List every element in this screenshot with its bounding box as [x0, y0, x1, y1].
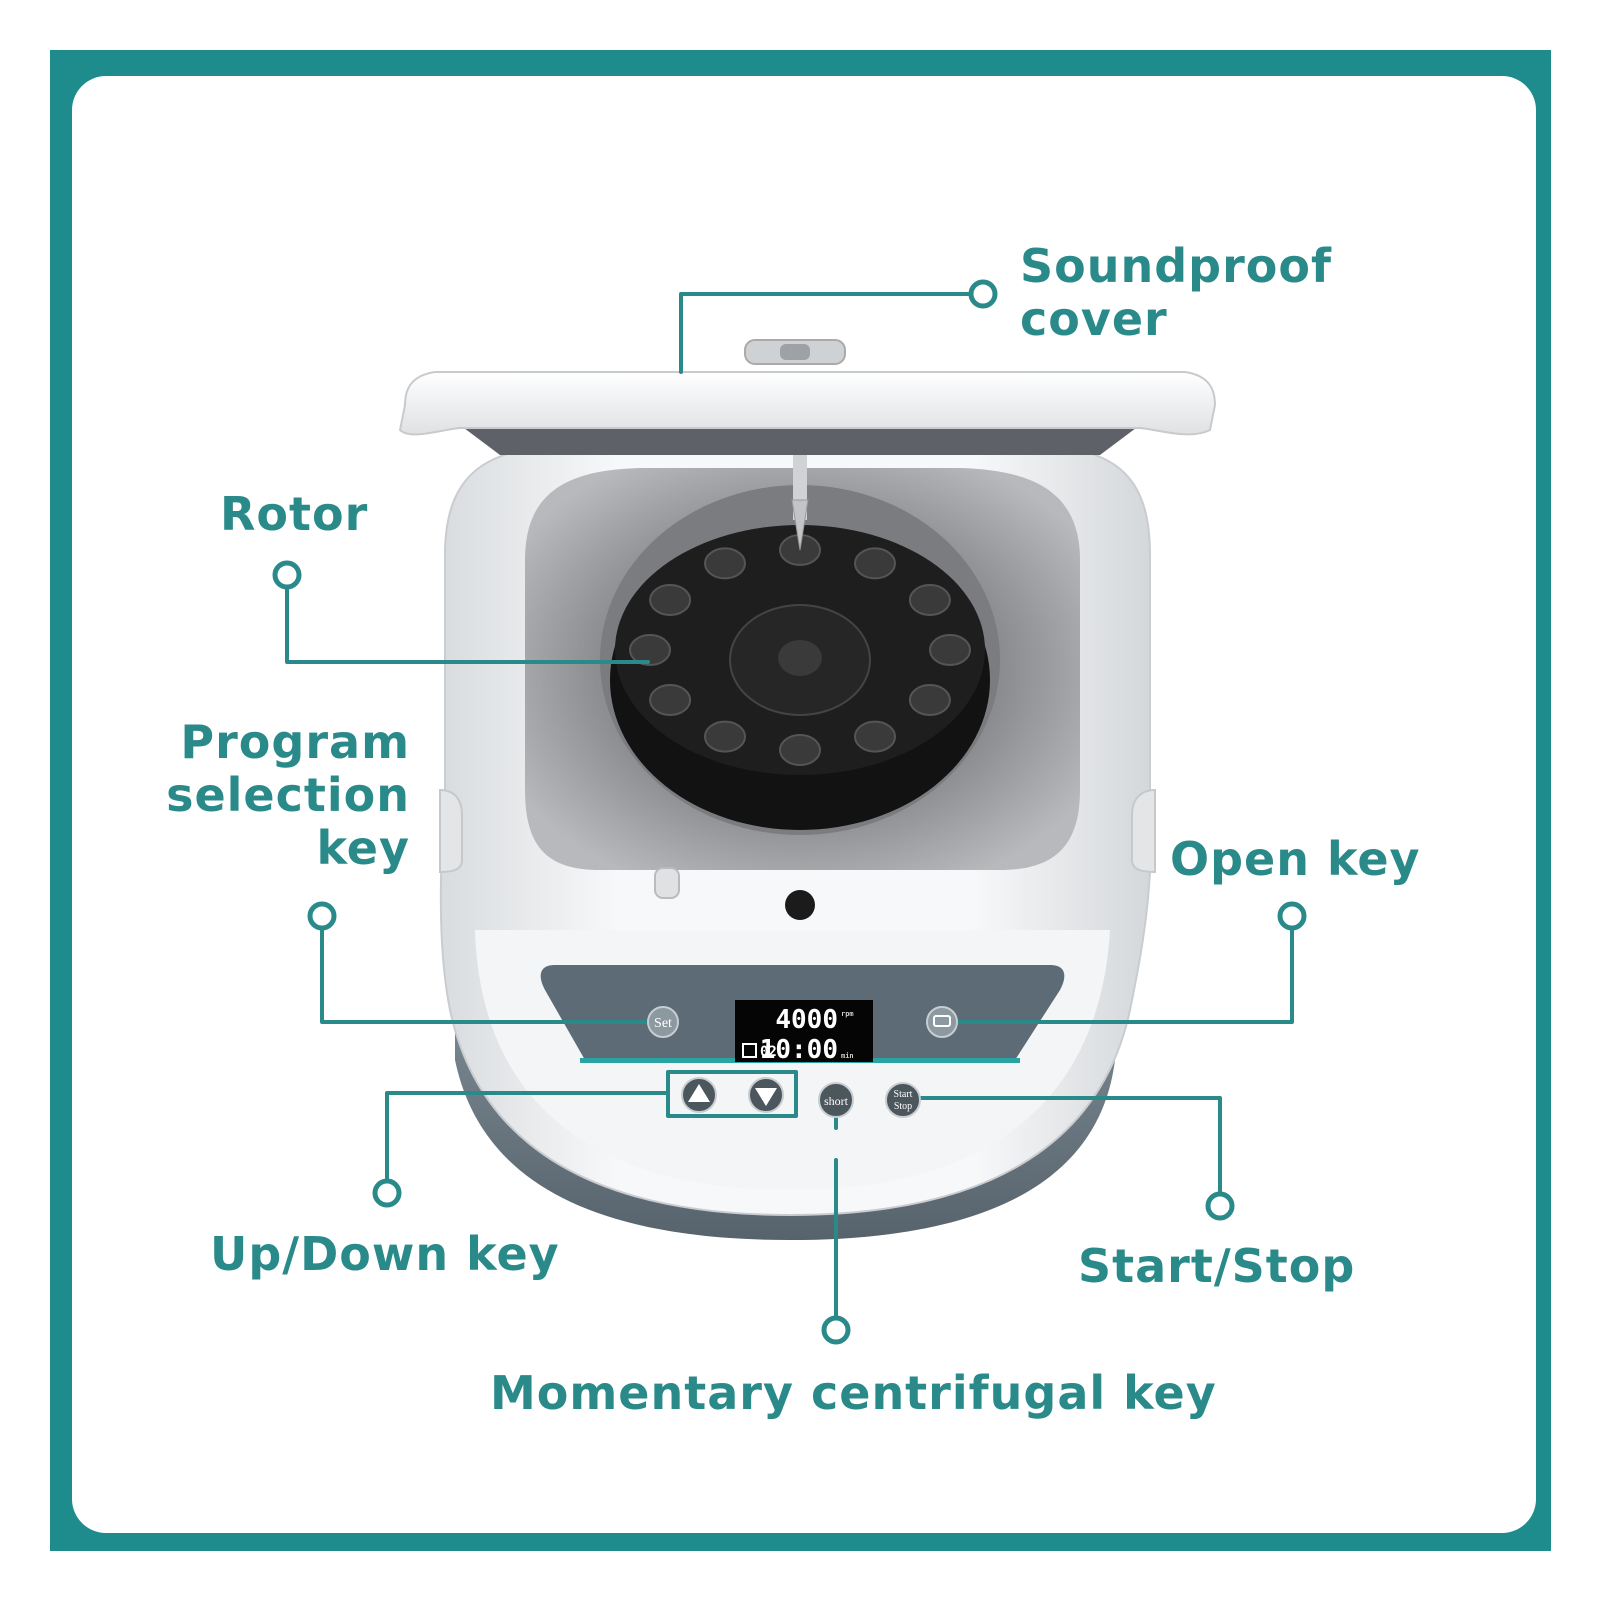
- momentary-centrifugal-key-label: Momentary centrifugal key: [490, 1366, 1217, 1420]
- open-key-label: Open key: [1170, 832, 1421, 886]
- rotor-leader: [285, 586, 650, 664]
- rotor-tube-hole: [704, 720, 746, 753]
- lcd-time-unit: min: [841, 1052, 854, 1060]
- lid-latch-pin: [791, 499, 809, 551]
- rotor: [610, 525, 990, 830]
- program-selection-key-label: Program selection key: [150, 716, 410, 875]
- set-button-label: Set: [654, 1016, 672, 1031]
- up-down-dot: [372, 1178, 402, 1208]
- lid-peg: [654, 867, 680, 899]
- rotor-center-nut: [778, 640, 822, 676]
- lid-handle-center: [780, 344, 810, 360]
- rotor-tube-hole: [908, 584, 951, 616]
- right-handle: [1131, 788, 1156, 874]
- program-line2: selection: [166, 768, 410, 822]
- start-stop-dot: [1205, 1191, 1235, 1221]
- start-stop-leader: [901, 1096, 1222, 1194]
- down-arrow-icon: [755, 1088, 777, 1106]
- program-leader: [320, 928, 650, 1024]
- set-button[interactable]: Set: [647, 1006, 679, 1038]
- lcd-program: 02: [760, 1044, 777, 1060]
- program-line3: key: [316, 821, 410, 875]
- up-down-leader: [385, 1091, 670, 1180]
- lcd-speed: 4000: [775, 1005, 838, 1035]
- lcd-speed-unit: rpm: [841, 1010, 854, 1018]
- soundproof-cover-line1: Soundproof: [1020, 239, 1332, 293]
- stop-button-label: Stop: [894, 1101, 912, 1112]
- left-handle: [439, 788, 463, 874]
- lid-top: [398, 371, 1217, 436]
- up-button[interactable]: [681, 1077, 717, 1113]
- rotor-tube-hole: [854, 720, 896, 753]
- rotor-tube-hole: [629, 634, 671, 666]
- rotor-tube-hole: [649, 684, 692, 716]
- sensor-hole: [785, 890, 815, 920]
- open-key-button[interactable]: [926, 1006, 958, 1038]
- soundproof-cover-label: Soundproof cover: [1020, 240, 1332, 346]
- open-key-dot: [1277, 901, 1307, 931]
- soundproof-lid: [398, 339, 1217, 455]
- down-button[interactable]: [748, 1077, 784, 1113]
- program-line1: Program: [180, 715, 410, 769]
- rotor-tube-hole: [779, 734, 821, 766]
- rotor-dot: [272, 560, 302, 590]
- lid-underside: [460, 425, 1140, 455]
- rotor-tube-hole: [929, 634, 971, 666]
- callout-dots: [272, 279, 1307, 1345]
- rotor-tube-hole: [908, 684, 951, 716]
- rotor-tube-hole: [649, 584, 692, 616]
- short-button[interactable]: short: [818, 1082, 854, 1118]
- soundproof-leader: [679, 292, 970, 374]
- open-key-leader: [946, 928, 1294, 1024]
- lcd-time: 10:00: [760, 1035, 838, 1065]
- program-dot: [307, 901, 337, 931]
- start-button-label: Start: [894, 1089, 913, 1100]
- lcd-program-icon: [742, 1043, 757, 1058]
- soundproof-dot: [968, 279, 998, 309]
- up-down-key-label: Up/Down key: [210, 1227, 560, 1281]
- short-button-label: short: [824, 1094, 849, 1108]
- momentary-dot: [821, 1315, 851, 1345]
- up-down-bracket: [666, 1070, 798, 1118]
- rotor-tube-hole: [704, 547, 746, 580]
- soundproof-cover-line2: cover: [1020, 292, 1168, 346]
- start-stop-label: Start/Stop: [1078, 1239, 1356, 1293]
- rotor-label: Rotor: [220, 487, 369, 541]
- start-stop-button[interactable]: Start Stop: [885, 1082, 921, 1118]
- rotor-tube-hole: [854, 547, 896, 580]
- up-arrow-icon: [688, 1084, 710, 1102]
- centrifuge: [398, 339, 1217, 1240]
- open-lid-icon: [933, 1015, 951, 1027]
- callouts: [285, 292, 1294, 1320]
- lcd-display: [735, 1000, 873, 1062]
